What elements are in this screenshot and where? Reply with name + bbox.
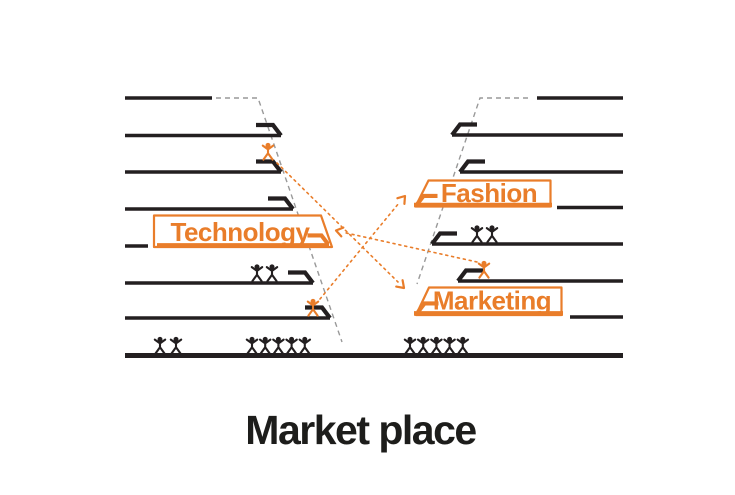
- guide-dashes: [216, 97, 528, 343]
- marketing-label: Marketing: [433, 286, 551, 316]
- person-icon: [298, 335, 312, 355]
- dotted-line-to-fashion: [319, 202, 400, 300]
- marketplace-diagram: Technology Fashion Marketing: [125, 96, 623, 358]
- person-icon: [265, 263, 279, 283]
- technology-stall: Technology: [152, 214, 334, 249]
- fashion-stall: Fashion: [414, 178, 552, 208]
- technology-box: [152, 214, 334, 249]
- person-mover-to-marketing: [261, 141, 275, 161]
- people-group-bottom-middle: [245, 335, 312, 355]
- movement-lines: [276, 162, 478, 300]
- person-icon: [245, 335, 259, 355]
- right-shelves: [432, 96, 623, 319]
- dotted-line-to-marketing: [276, 162, 399, 283]
- person-icon: [416, 335, 430, 355]
- person-icon: [169, 335, 183, 355]
- person-icon: [258, 335, 272, 355]
- person-icon: [403, 335, 417, 355]
- person-icon: [456, 335, 470, 355]
- person-icon: [443, 335, 456, 355]
- page-title: Market place: [245, 407, 477, 453]
- person-icon: [261, 141, 275, 161]
- people-group-bottom-left: [153, 335, 183, 355]
- technology-label: Technology: [171, 217, 311, 247]
- arrowhead-to-technology-icon: [333, 225, 345, 238]
- person-icon: [285, 335, 298, 355]
- arrowhead-to-fashion-icon: [396, 192, 410, 205]
- dotted-line-to-technology: [343, 231, 478, 263]
- person-icon: [250, 263, 264, 283]
- people-pair-fashion-shelf: [470, 224, 499, 244]
- fashion-label: Fashion: [441, 178, 537, 208]
- right-guide-dash: [416, 97, 528, 285]
- left-guide-dash: [216, 97, 343, 343]
- person-icon: [470, 224, 484, 244]
- marketing-stall: Marketing: [414, 286, 563, 317]
- person-icon: [272, 335, 285, 355]
- people-group-bottom-right: [403, 335, 470, 355]
- person-icon: [485, 224, 499, 244]
- person-icon: [430, 335, 443, 355]
- left-shelves: [125, 96, 330, 318]
- person-icon: [153, 335, 167, 355]
- people-pair-technology-shelf: [250, 263, 279, 283]
